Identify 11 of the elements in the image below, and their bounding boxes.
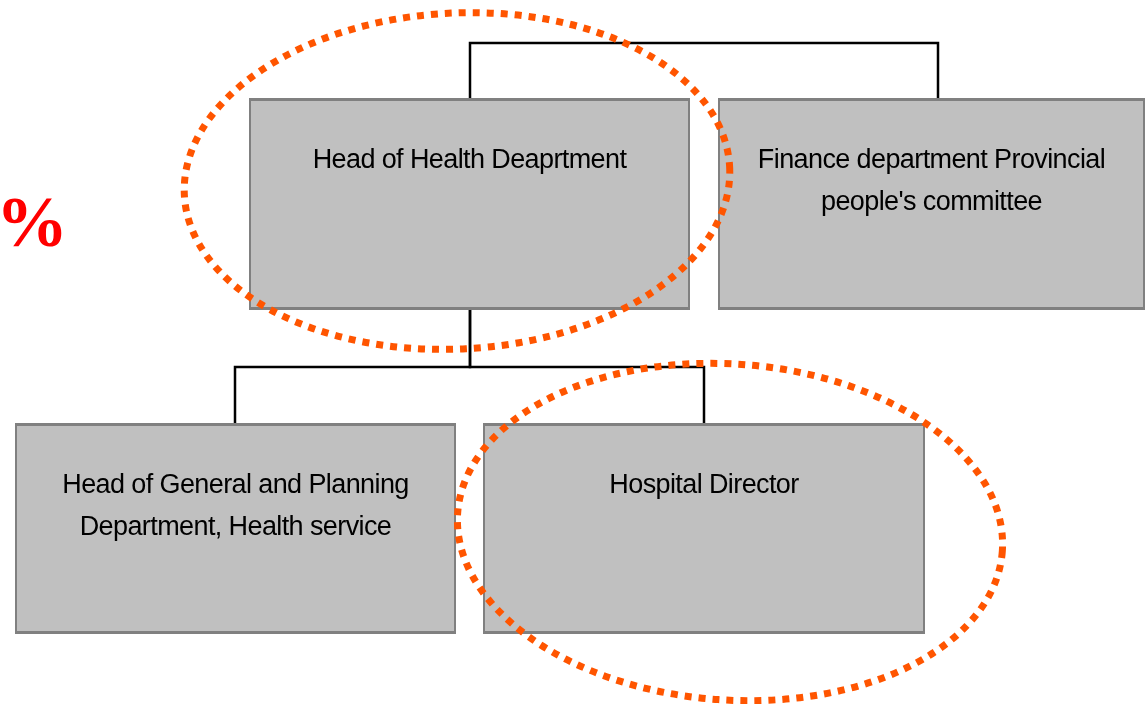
org-box xyxy=(249,98,690,310)
connector-line xyxy=(468,41,940,98)
box-title: Head of General and Planning Department, Health service xyxy=(61,468,410,543)
box-title: Head of Health Deaprtment xyxy=(311,143,628,176)
org-box xyxy=(718,98,1145,310)
org-box xyxy=(15,423,456,634)
box-title: Hospital Director xyxy=(608,468,800,501)
percent-sign: % xyxy=(0,186,68,258)
org-box xyxy=(483,423,925,634)
connector-line xyxy=(468,310,706,423)
box-title: Finance department Provincial people's committee xyxy=(756,143,1107,218)
